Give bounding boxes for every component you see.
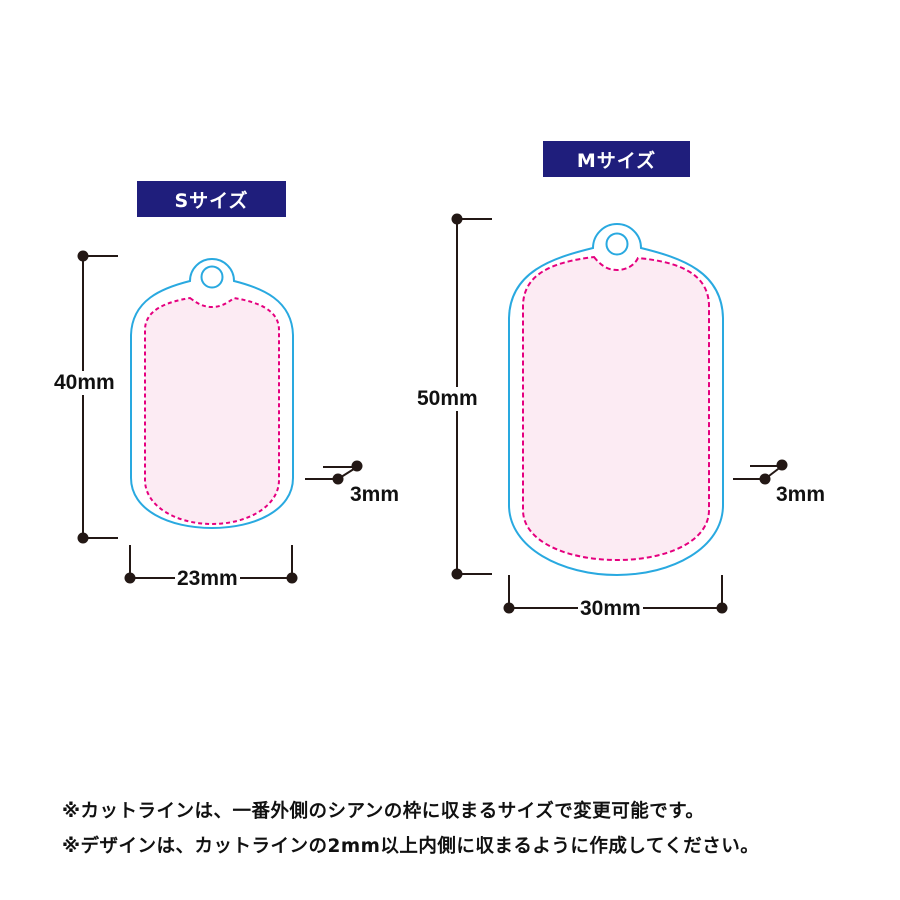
- note-design: ※デザインは、カットラインの2mm以上内側に収まるように作成してください。: [62, 836, 760, 857]
- size-m-width-label: 30mm: [578, 597, 643, 621]
- size-s-label: Sサイズ: [174, 189, 249, 212]
- size-m-dimensions: [451, 213, 788, 614]
- size-m-ring-hole: [605, 232, 629, 256]
- note-cut-line: ※カットラインは、一番外側のシアンの枠に収まるサイズで変更可能です。: [62, 801, 705, 822]
- size-m-margin-label: 3mm: [776, 483, 826, 507]
- size-m-height-label: 50mm: [417, 387, 478, 411]
- size-s-width-label: 23mm: [175, 567, 240, 591]
- size-s-design-area: [144, 296, 280, 526]
- size-m-badge: Mサイズ: [543, 141, 690, 177]
- size-s-badge: Sサイズ: [137, 181, 286, 217]
- size-m-tag: [508, 223, 724, 577]
- size-s-dimensions: [77, 250, 363, 584]
- size-m-label: Mサイズ: [576, 149, 657, 172]
- size-s-height-label: 40mm: [54, 371, 115, 395]
- size-s-tag: [130, 258, 294, 530]
- size-s-margin-label: 3mm: [350, 483, 400, 507]
- notes: ※カットラインは、一番外側のシアンの枠に収まるサイズで変更可能です。 ※デザイン…: [62, 794, 892, 864]
- size-m-design-area: [522, 255, 710, 562]
- size-s-ring-hole: [200, 265, 224, 289]
